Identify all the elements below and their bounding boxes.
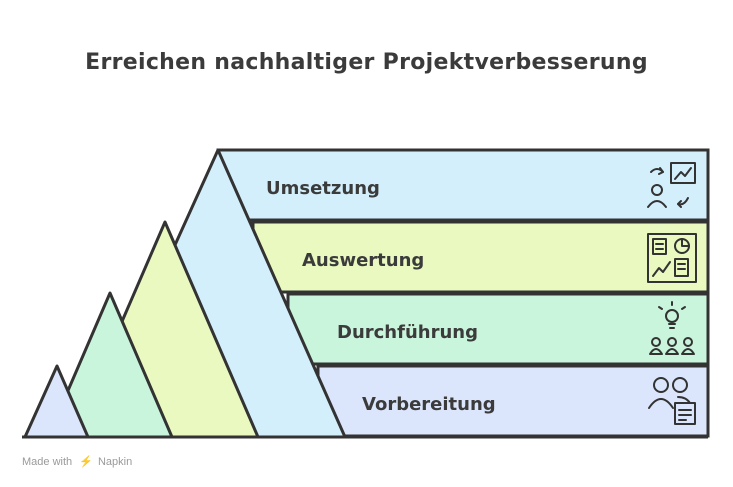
users-document-icon — [648, 377, 696, 425]
band-auswertung — [251, 220, 710, 294]
band-umsetzung — [216, 148, 710, 222]
step-label-durchfuehrung: Durchführung — [337, 322, 478, 343]
napkin-logo-icon: ⚡ — [79, 456, 93, 468]
diagram-title: Erreichen nachhaltiger Projektverbesseru… — [85, 50, 648, 75]
team-idea-icon — [649, 301, 695, 355]
made-with-text: Made with — [22, 456, 73, 468]
step-label-umsetzung: Umsetzung — [266, 178, 380, 199]
napkin-brand: Napkin — [97, 456, 133, 468]
dashboard-report-icon — [647, 233, 697, 283]
made-with-credit: Made with ⚡ Napkin — [22, 455, 132, 468]
step-label-auswertung: Auswertung — [302, 250, 424, 271]
step-label-vorbereitung: Vorbereitung — [362, 394, 496, 415]
band-durchfuehrung — [286, 292, 710, 366]
presentation-user-icon — [647, 162, 696, 208]
